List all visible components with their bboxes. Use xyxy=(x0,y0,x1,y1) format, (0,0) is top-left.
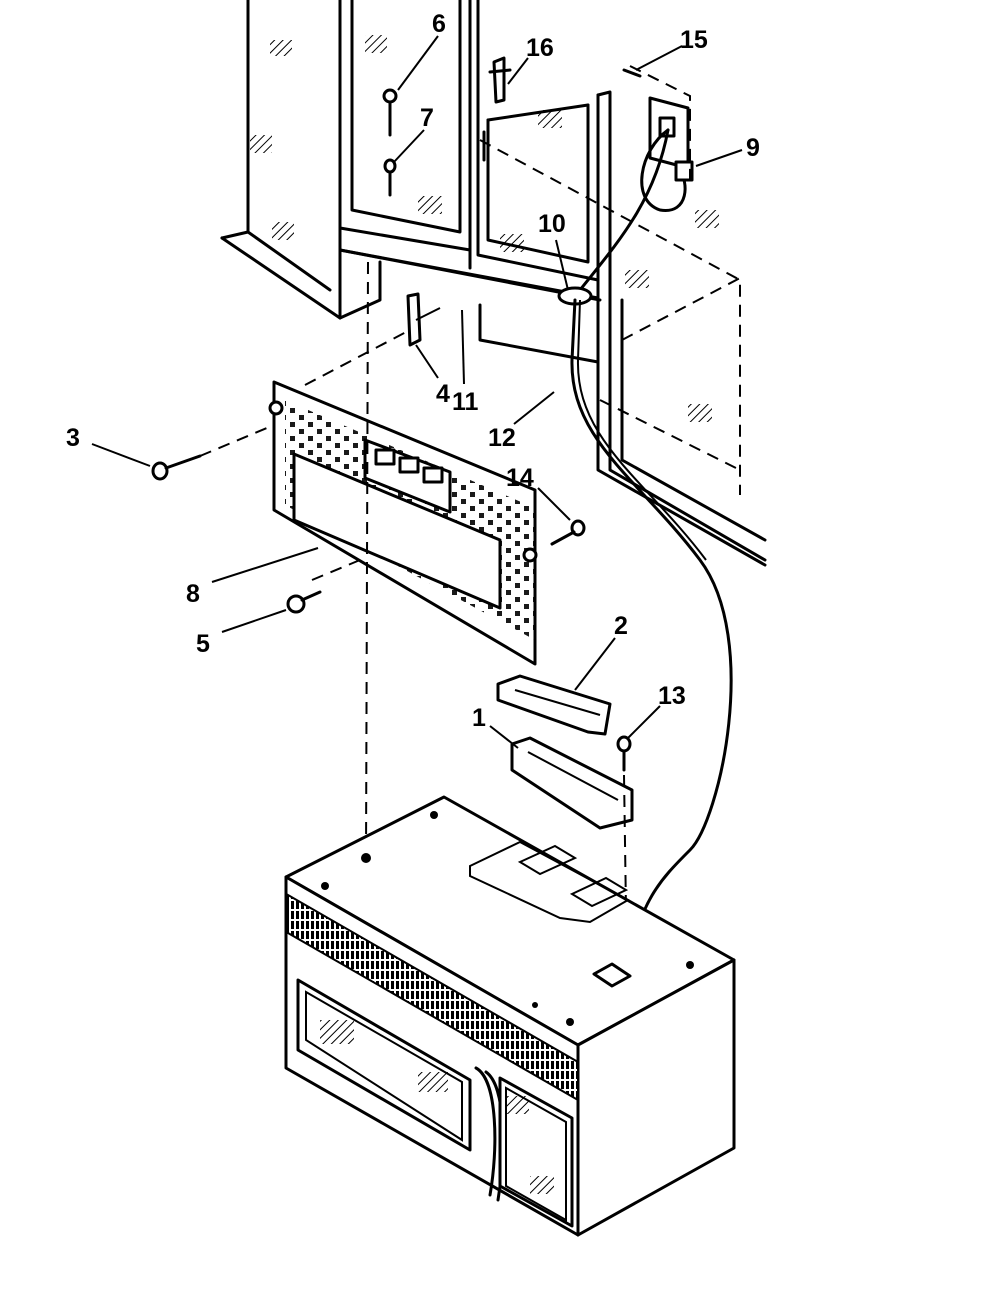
outlet-and-power-cord xyxy=(557,65,733,977)
damper-parts xyxy=(496,674,634,830)
callout-10: 10 xyxy=(538,210,566,238)
microwave-oven xyxy=(284,795,736,1237)
top-plate xyxy=(268,329,538,666)
callout-13: 13 xyxy=(658,682,686,710)
callout-8: 8 xyxy=(186,580,200,608)
callout-12: 12 xyxy=(488,424,516,452)
callout-15: 15 xyxy=(680,26,708,54)
callout-3: 3 xyxy=(66,424,80,452)
callout-16: 16 xyxy=(526,34,554,62)
glass-reflection-marks xyxy=(250,35,719,422)
callout-7: 7 xyxy=(420,104,434,132)
callout-6: 6 xyxy=(432,10,446,38)
upper-hardware xyxy=(382,56,642,347)
callout-5: 5 xyxy=(196,630,210,658)
callout-14: 14 xyxy=(506,464,534,492)
callout-4: 4 xyxy=(436,380,450,408)
callout-11: 11 xyxy=(452,388,479,416)
callout-2: 2 xyxy=(614,612,628,640)
screw-3 xyxy=(151,424,275,481)
callouts: 1 2 3 4 5 6 7 8 9 10 11 12 xyxy=(66,10,760,749)
callout-1: 1 xyxy=(472,704,486,732)
screw-14 xyxy=(550,519,586,546)
nut-5 xyxy=(286,590,322,614)
callout-9: 9 xyxy=(746,134,760,162)
upper-cabinets xyxy=(220,0,767,567)
